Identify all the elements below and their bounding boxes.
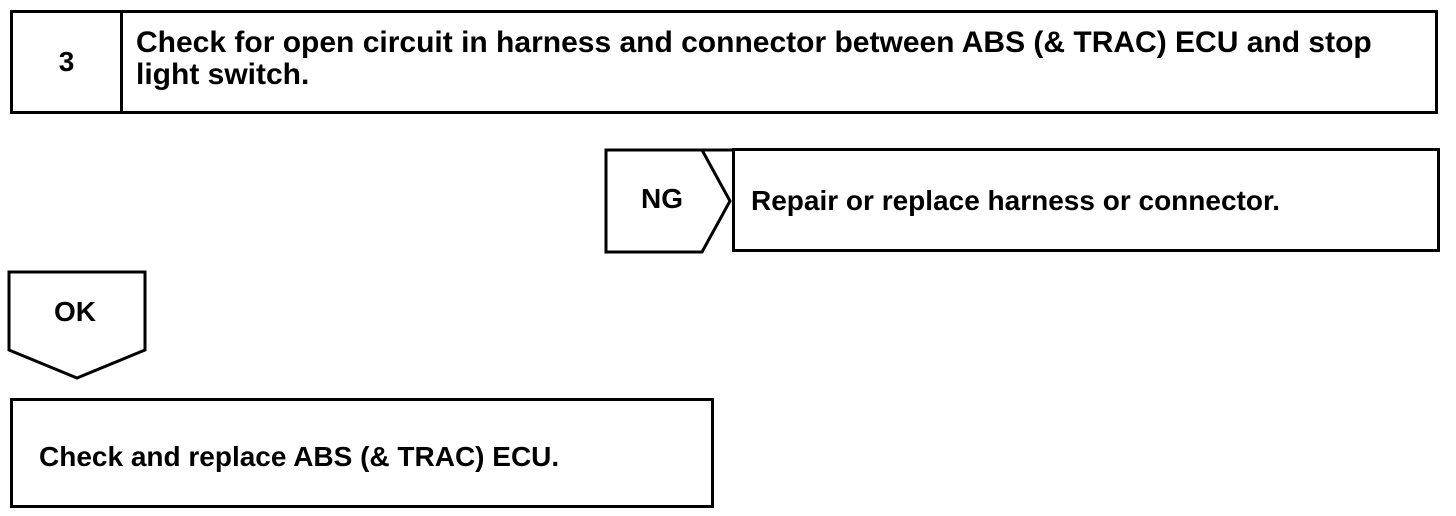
- ng-action-text: Repair or replace harness or connector.: [751, 185, 1281, 216]
- ok-action-box: Check and replace ABS (& TRAC) ECU.: [10, 398, 714, 508]
- step-box: 3 Check for open circuit in harness and …: [10, 10, 1438, 114]
- step-title: Check for open circuit in harness and co…: [136, 26, 1372, 91]
- step-number: 3: [13, 13, 123, 111]
- ok-action-text: Check and replace ABS (& TRAC) ECU.: [39, 441, 560, 472]
- ng-action-box: Repair or replace harness or connector.: [732, 148, 1440, 252]
- ng-arrow-shape: [604, 148, 732, 254]
- ok-label: OK: [54, 296, 96, 327]
- ng-label: NG: [641, 183, 683, 214]
- ok-arrow-shape: [7, 270, 147, 380]
